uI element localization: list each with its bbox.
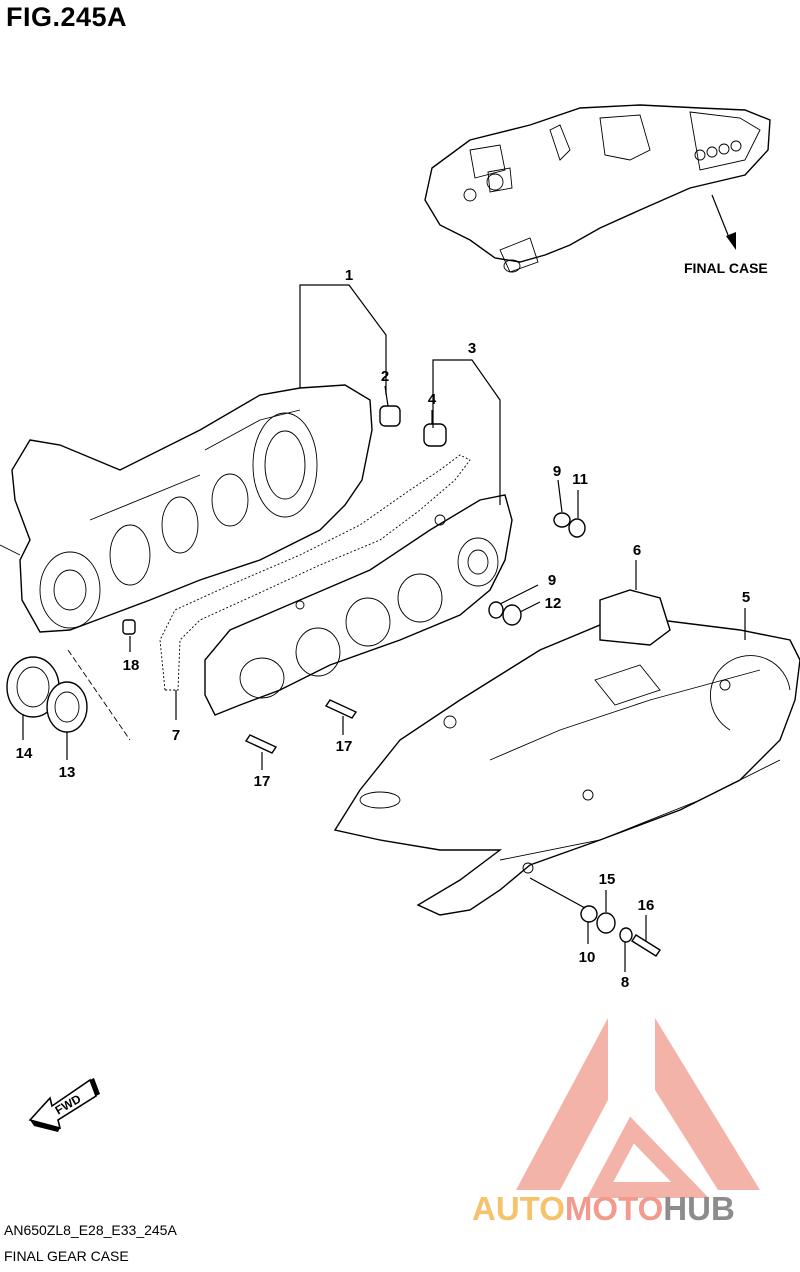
bolt-17b	[244, 734, 278, 754]
callout-numbers: 1 2 3 4 5 6 7 8 9 9 10 11 12 13 14 15 16…	[16, 267, 751, 991]
callout-12: 12	[545, 595, 562, 612]
callout-17a: 17	[336, 738, 353, 755]
figure-title: FIG.245A	[6, 2, 128, 32]
callout-9a: 9	[553, 463, 561, 480]
callout-15: 15	[599, 871, 616, 888]
callout-5: 5	[742, 589, 750, 606]
washer-8	[619, 927, 633, 943]
callout-11: 11	[572, 471, 588, 488]
plug-11	[568, 518, 586, 538]
gasket	[159, 454, 471, 691]
callout-7: 7	[172, 727, 180, 744]
cushion-15	[596, 912, 616, 934]
plug-12	[502, 604, 522, 626]
brand-wordmark: AUTOMOTOHUB	[472, 1190, 735, 1228]
o-ring-9b	[488, 601, 504, 619]
final-case-label: FINAL CASE	[684, 260, 768, 276]
callout-17b: 17	[254, 773, 271, 790]
final-gear-cover	[204, 494, 513, 716]
model-code: AN650ZL8_E28_E33_245A	[4, 1222, 177, 1238]
callout-9b: 9	[548, 572, 556, 589]
brand-part-3: HUB	[663, 1190, 735, 1227]
brand-part-2: MOTO	[564, 1190, 664, 1227]
callout-10: 10	[579, 949, 596, 966]
brand-logo-icon	[516, 1018, 760, 1198]
callout-18: 18	[123, 657, 140, 674]
bushing-4	[423, 423, 447, 447]
callout-1: 1	[345, 267, 353, 284]
figure-caption: FINAL GEAR CASE	[4, 1248, 129, 1264]
fwd-arrow-icon: FWD	[28, 1078, 100, 1132]
plate	[599, 589, 671, 646]
small-parts	[6, 405, 661, 957]
callout-6: 6	[633, 542, 641, 559]
final-case-assembly: FINAL CASE	[424, 104, 771, 276]
callout-3: 3	[468, 340, 476, 357]
brand-part-1: AUTO	[472, 1190, 565, 1227]
o-ring-9a	[553, 512, 571, 528]
callout-2: 2	[381, 368, 389, 385]
callout-16: 16	[638, 897, 655, 914]
callout-8: 8	[621, 974, 629, 991]
bolt-16	[631, 934, 661, 957]
bushing-2	[379, 405, 401, 427]
callout-4: 4	[428, 391, 437, 408]
washer-10	[580, 905, 598, 923]
bolt-17a	[324, 699, 358, 719]
callout-14: 14	[16, 745, 33, 762]
callout-13: 13	[59, 764, 76, 781]
leader-lines	[22, 284, 746, 972]
bearing-13	[46, 681, 88, 733]
dowel-pin-18	[122, 619, 136, 635]
case-protector	[333, 619, 800, 916]
left-case-half	[0, 384, 373, 741]
